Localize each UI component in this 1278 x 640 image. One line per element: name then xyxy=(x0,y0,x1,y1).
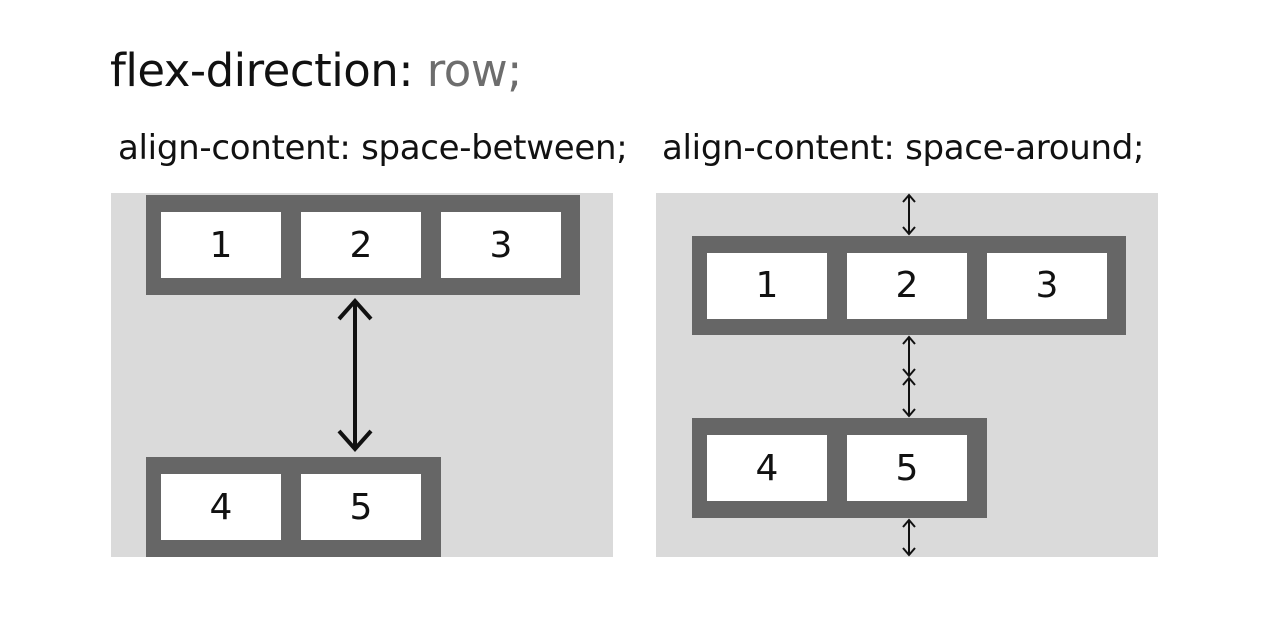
space-between-label: align-content: space-between; xyxy=(118,128,628,168)
flex-item-5: 5 xyxy=(847,435,967,501)
flex-item-3: 3 xyxy=(441,212,561,278)
flex-item-2: 2 xyxy=(847,252,967,319)
flex-line-2: 4 5 xyxy=(692,418,987,518)
space-around-arrows xyxy=(902,193,916,557)
space-around-label: align-content: space-around; xyxy=(662,128,1145,168)
flex-line-1: 1 2 3 xyxy=(146,195,580,295)
double-headed-arrow-icon xyxy=(902,376,916,418)
title-value: row; xyxy=(426,44,523,97)
double-headed-arrow-icon xyxy=(902,518,916,557)
flex-item-3: 3 xyxy=(987,252,1107,319)
flex-item-1: 1 xyxy=(707,252,827,319)
flex-item-4: 4 xyxy=(161,474,281,540)
flex-item-5: 5 xyxy=(301,474,421,540)
title-property: flex-direction: xyxy=(110,44,413,97)
space-between-container: 1 2 3 4 5 xyxy=(111,193,613,557)
flex-line-2: 4 5 xyxy=(146,457,441,557)
page-title: flex-direction: row; xyxy=(110,44,522,97)
space-around-container: 1 2 3 4 5 xyxy=(656,193,1158,557)
flex-item-2: 2 xyxy=(301,212,421,278)
double-headed-arrow-icon xyxy=(337,297,373,453)
space-between-arrows xyxy=(337,297,373,453)
flex-item-1: 1 xyxy=(161,212,281,278)
flex-item-4: 4 xyxy=(707,435,827,501)
double-headed-arrow-icon xyxy=(902,335,916,378)
flex-line-1: 1 2 3 xyxy=(692,236,1126,335)
double-headed-arrow-icon xyxy=(902,193,916,236)
